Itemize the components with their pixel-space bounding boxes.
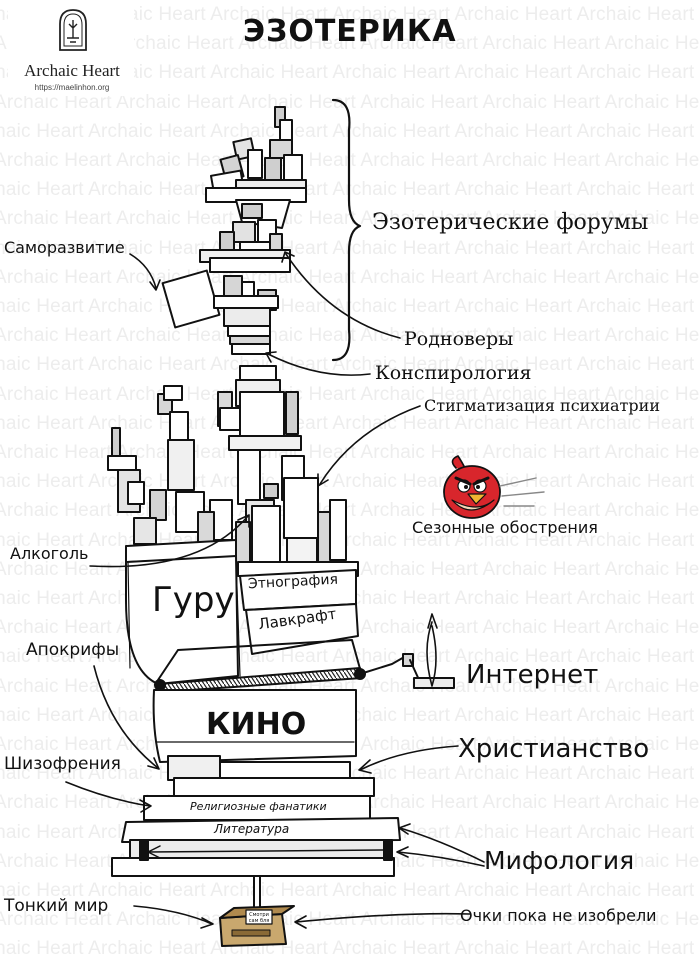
label-rodnovery: Родноверы bbox=[404, 328, 514, 350]
label-mythology: Мифология bbox=[484, 846, 635, 875]
watermark-row: Archaic Heart Archaic Heart Archaic Hear… bbox=[0, 237, 695, 259]
subtle-world-box bbox=[219, 905, 295, 947]
label-forums: Эзотерические форумы bbox=[372, 210, 649, 235]
cinema-block bbox=[152, 689, 375, 797]
mid-column bbox=[217, 365, 347, 565]
label-literature: Литература bbox=[214, 822, 290, 836]
page-title: ЭЗОТЕРИКА bbox=[243, 14, 457, 49]
watermark-row: Archaic Heart Archaic Heart Archaic Hear… bbox=[0, 354, 695, 376]
label-glasses: Очки пока не изобрели bbox=[460, 906, 657, 925]
label-conspiracy: Конспирология bbox=[375, 362, 532, 384]
base-platforms bbox=[111, 795, 401, 913]
watermark-row: Archaic Heart Archaic Heart Archaic Hear… bbox=[0, 4, 695, 25]
label-self-development: Саморазвитие bbox=[4, 238, 125, 257]
right-block bbox=[237, 561, 359, 655]
label-cinema: КИНО bbox=[206, 707, 307, 742]
label-guru: Гуру bbox=[152, 580, 235, 620]
logo-name: Archaic Heart bbox=[24, 61, 120, 80]
label-seasonal: Сезонные обострения bbox=[412, 518, 598, 537]
guru-tower bbox=[107, 385, 241, 685]
top-tower bbox=[161, 106, 307, 355]
label-alcohol: Алкоголь bbox=[10, 544, 89, 563]
watermark-row: Archaic Heart Archaic Heart Archaic Hear… bbox=[0, 179, 695, 201]
archaic-heart-logo: Archaic Heart https://maelinhon.org bbox=[8, 6, 134, 96]
label-apocrypha: Апокрифы bbox=[26, 640, 120, 660]
watermark-row: Archaic Heart Archaic Heart Archaic Hear… bbox=[0, 120, 695, 142]
watermark-row: Archaic Heart Archaic Heart Archaic Hear… bbox=[0, 938, 695, 960]
label-christianity: Христианство bbox=[458, 734, 650, 764]
watermark-row: Archaic Heart Archaic Heart Archaic Hear… bbox=[0, 909, 700, 931]
watermark-row: Archaic Heart Archaic Heart Archaic Hear… bbox=[0, 62, 695, 84]
arch-logo-icon bbox=[59, 9, 87, 51]
watermark-row: Archaic Heart Archaic Heart Archaic Hear… bbox=[0, 208, 700, 230]
label-psychiatry: Стигматизация психиатрии bbox=[424, 396, 660, 415]
watermark-row: Archaic Heart Archaic Heart Archaic Hear… bbox=[0, 91, 700, 113]
logo-url: https://maelinhon.org bbox=[34, 83, 110, 92]
watermark-row: Archaic Heart Archaic Heart Archaic Hear… bbox=[0, 880, 695, 901]
leader-lines bbox=[65, 251, 485, 929]
label-schizophrenia: Шизофрения bbox=[4, 754, 121, 774]
angry-bird-icon bbox=[443, 455, 545, 519]
label-internet: Интернет bbox=[466, 660, 599, 690]
watermark-row: Archaic Heart Archaic Heart Archaic Hear… bbox=[0, 33, 700, 55]
label-fanatics: Религиозные фанатики bbox=[190, 800, 327, 813]
box-sign-text: Смотри сам бля bbox=[248, 912, 270, 924]
label-subtle-world: Тонкий мир bbox=[4, 896, 109, 916]
